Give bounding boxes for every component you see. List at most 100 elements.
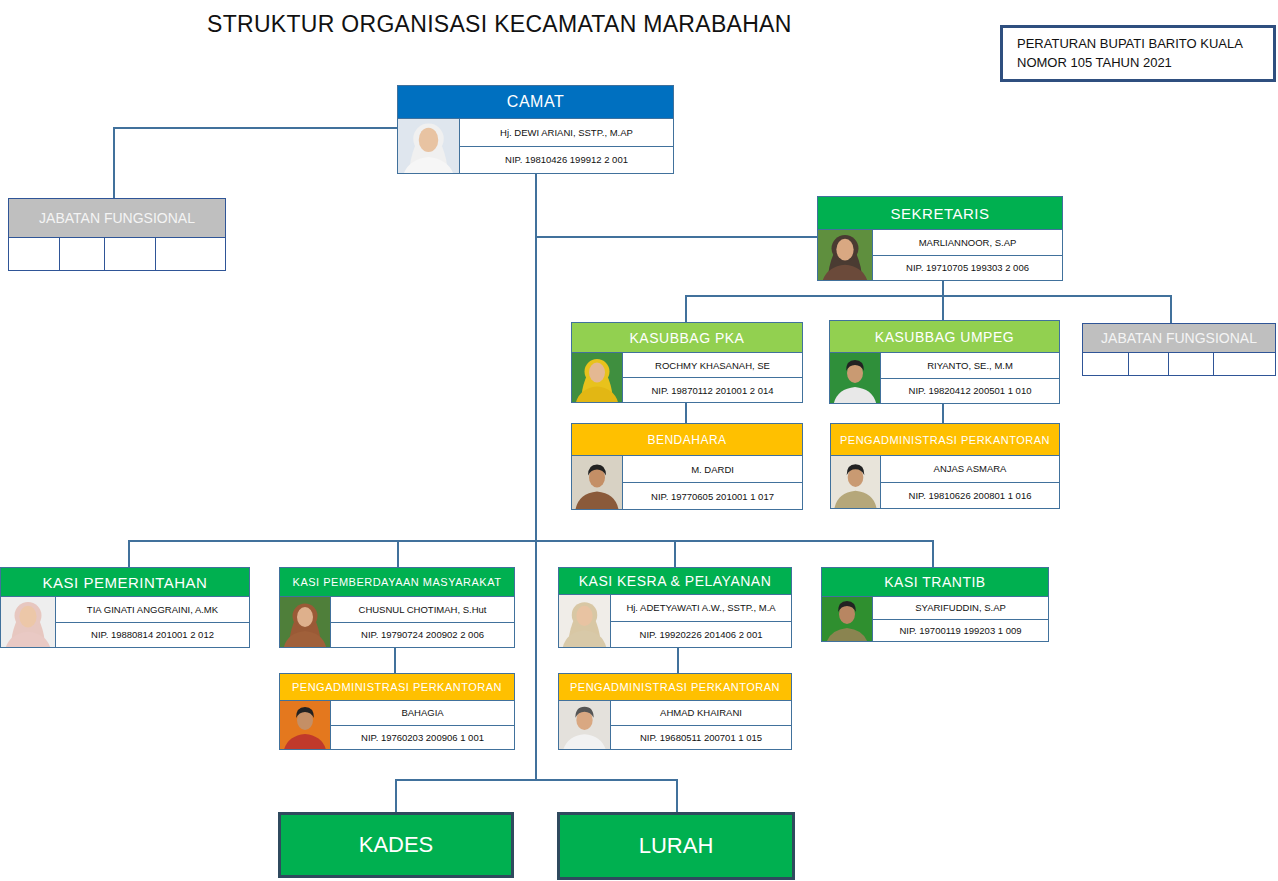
portrait-frame [572,353,623,402]
portrait-body [575,387,619,403]
functional-cells [1083,353,1275,375]
portrait-frame [831,456,881,508]
card-body: TIA GINATI ANGGRAINI, A.MKNIP. 19880814 … [1,597,249,647]
empty-cell [1128,353,1168,375]
official-name: SYARIFUDDIN, S.AP [873,597,1048,619]
portrait-frame [559,701,611,749]
position-card: BENDAHARAM. DARDINIP. 19770605 201001 1 … [571,423,803,510]
card-body: MARLIANNOOR, S.APNIP. 19710705 199303 2 … [818,230,1062,280]
portrait [572,353,622,402]
card-rows: M. DARDINIP. 19770605 201001 1 017 [623,456,802,509]
card-rows: ANJAS ASMARANIP. 19810626 200801 1 016 [881,456,1059,508]
official-nip: NIP. 19710705 199303 2 006 [873,255,1062,281]
portrait-body [283,631,327,647]
empty-cell [1213,353,1275,375]
portrait-frame [822,597,873,641]
card-rows: CHUSNUL CHOTIMAH, S.HutNIP. 19790724 200… [331,597,514,647]
org-connector [685,403,687,423]
official-nip: NIP. 19870112 201001 2 014 [623,377,802,402]
portrait-background [572,456,622,509]
portrait [280,701,330,749]
position-card: KASI PEMBERDAYAAN MASYARAKATCHUSNUL CHOT… [279,567,515,648]
portrait-background [398,119,459,173]
portrait-veil [15,602,42,629]
official-name: ANJAS ASMARA [881,456,1059,482]
org-connector [942,404,944,423]
regulation-box: PERATURAN BUPATI BARITO KUALA NOMOR 105 … [1000,25,1276,82]
portrait-background [572,353,622,402]
portrait [1,597,55,647]
portrait-face [19,606,36,628]
card-rows: AHMAD KHAIRANINIP. 19680511 200701 1 015 [611,701,791,749]
portrait-frame [280,701,331,749]
position-title: CAMAT [398,86,673,119]
portrait-hair [847,464,865,475]
position-card: KASI KESRA & PELAYANANHj. ADETYAWATI A.W… [558,567,792,648]
functional-box: JABATAN FUNGSIONAL [1082,323,1276,376]
official-nip: NIP. 19920226 201406 2 001 [611,621,791,648]
portrait-background [280,701,330,749]
portrait-background [1,597,55,647]
card-body: ANJAS ASMARANIP. 19810626 200801 1 016 [831,456,1059,508]
portrait [280,597,330,647]
functional-cells [9,238,225,270]
official-nip: NIP. 19770605 201001 1 017 [623,482,802,509]
portrait-body [833,387,877,403]
official-nip: NIP. 19680511 200701 1 015 [611,725,791,750]
card-rows: Hj. ADETYAWATI A.W., SSTP., M.ANIP. 1992… [611,595,791,647]
portrait-body [821,265,869,280]
portrait-frame [280,597,331,647]
position-title: KASI PEMBERDAYAAN MASYARAKAT [280,568,514,597]
position-title: KASUBBAG PKA [572,323,802,353]
position-title: PENGADMINISTRASI PERKANTORAN [280,674,514,701]
official-name: Hj. ADETYAWATI A.W., SSTP., M.A [611,595,791,621]
position-card: KASUBBAG PKAROCHMY KHASANAH, SENIP. 1987… [571,322,803,403]
position-card: SEKRETARISMARLIANNOOR, S.APNIP. 19710705… [817,196,1063,281]
official-name: TIA GINATI ANGGRAINI, A.MK [56,597,249,622]
position-card: KASUBBAG UMPEGRIYANTO, SE., M.MNIP. 1982… [829,320,1060,404]
portrait [559,701,610,749]
portrait-body [4,632,52,647]
card-body: SYARIFUDDIN, S.APNIP. 19700119 199203 1 … [822,597,1048,641]
portrait-hair [575,707,593,718]
empty-cell [1168,353,1213,375]
official-name: ROCHMY KHASANAH, SE [623,353,802,377]
portrait-frame [830,353,881,403]
portrait [831,456,880,508]
card-body: Hj. ADETYAWATI A.W., SSTP., M.ANIP. 1992… [559,595,791,647]
position-title: PENGADMINISTRASI PERKANTORAN [559,674,791,701]
portrait-face [576,606,592,626]
position-title: PENGADMINISTRASI PERKANTORAN [831,424,1059,456]
position-card: PENGADMINISTRASI PERKANTORANAHMAD KHAIRA… [558,673,792,750]
portrait-hair [838,601,856,612]
card-body: AHMAD KHAIRANINIP. 19680511 200701 1 015 [559,701,791,749]
portrait-body [562,630,607,647]
card-rows: TIA GINATI ANGGRAINI, A.MKNIP. 19880814 … [56,597,249,647]
portrait-veil [413,123,444,153]
official-name: M. DARDI [623,456,802,482]
portrait-body [562,734,607,749]
empty-cell [59,238,104,270]
portrait-frame [572,456,623,509]
functional-title: JABATAN FUNGSIONAL [1083,324,1275,353]
chart-title: STRUKTUR ORGANISASI KECAMATAN MARABAHAN [207,11,792,38]
position-card: PENGADMINISTRASI PERKANTORANBAHAGIANIP. … [279,673,515,750]
official-nip: NIP. 19700119 199203 1 009 [873,619,1048,642]
portrait-face [419,128,439,152]
portrait-body [402,157,456,173]
portrait-veil [572,602,598,628]
position-title: KASUBBAG UMPEG [830,321,1059,353]
portrait-background [559,701,610,749]
position-title: KASI TRANTIB [822,568,1048,597]
portrait [822,597,872,641]
portrait-face [836,239,853,261]
card-rows: SYARIFUDDIN, S.APNIP. 19700119 199203 1 … [873,597,1048,641]
portrait-frame [818,230,873,280]
portrait-veil [585,359,610,384]
official-name: AHMAD KHAIRANI [611,701,791,725]
empty-cell [104,238,155,270]
position-title: BENDAHARA [572,424,802,456]
portrait-body [283,734,327,749]
portrait [830,353,880,403]
portrait [398,119,459,173]
